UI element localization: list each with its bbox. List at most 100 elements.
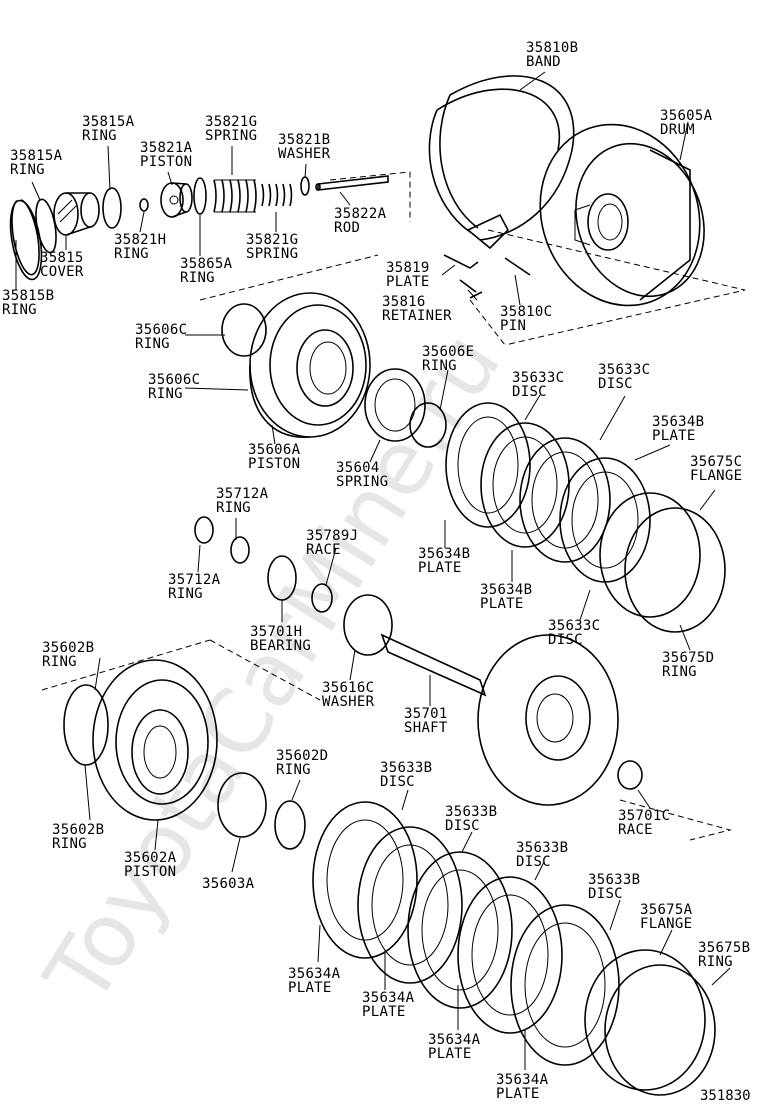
svg-text:RING: RING (42, 654, 77, 670)
piston-35606A (249, 292, 371, 438)
svg-text:BAND: BAND (526, 54, 561, 70)
svg-text:RING: RING (662, 664, 697, 680)
svg-text:PLATE: PLATE (288, 980, 332, 996)
snap-ring-35606E (409, 402, 447, 448)
svg-text:WASHER: WASHER (278, 146, 331, 162)
svg-text:35675A: 35675A (640, 902, 693, 918)
svg-text:35633C: 35633C (548, 618, 600, 634)
pin-35810C (504, 257, 531, 276)
race-35789J (311, 583, 333, 613)
svg-text:DISC: DISC (516, 854, 551, 870)
band-35810B (428, 75, 575, 250)
svg-text:35602B: 35602B (52, 822, 104, 838)
svg-text:PLATE: PLATE (362, 1004, 406, 1020)
svg-text:35675C: 35675C (690, 454, 742, 470)
svg-text:35603A: 35603A (202, 876, 255, 892)
svg-text:35634A: 35634A (496, 1072, 549, 1088)
svg-text:RING: RING (276, 762, 311, 778)
snap-ring-35815B (11, 199, 40, 276)
svg-text:RING: RING (10, 162, 45, 178)
svg-text:35602A: 35602A (124, 850, 177, 866)
svg-text:35821H: 35821H (114, 232, 166, 248)
svg-text:35701C: 35701C (618, 808, 670, 824)
svg-text:35602D: 35602D (276, 748, 328, 764)
clutch-pack-lower (312, 801, 716, 1096)
servo-group (9, 175, 389, 281)
svg-text:35822A: 35822A (334, 206, 387, 222)
svg-text:PISTON: PISTON (140, 154, 192, 170)
svg-text:35633B: 35633B (588, 872, 640, 888)
svg-text:PLATE: PLATE (386, 274, 430, 290)
svg-text:DISC: DISC (445, 818, 480, 834)
svg-text:PLATE: PLATE (652, 428, 696, 444)
piston-35821A (160, 182, 193, 218)
svg-text:RING: RING (698, 954, 733, 970)
svg-text:35819: 35819 (386, 260, 430, 276)
svg-text:35633C: 35633C (598, 362, 650, 378)
svg-text:PLATE: PLATE (496, 1086, 540, 1102)
svg-text:35865A: 35865A (180, 256, 233, 272)
svg-text:35701H: 35701H (250, 624, 302, 640)
svg-text:35712A: 35712A (216, 486, 269, 502)
svg-text:35675D: 35675D (662, 650, 714, 666)
svg-text:ROD: ROD (334, 220, 360, 236)
svg-text:35634A: 35634A (362, 990, 415, 1006)
svg-text:35634B: 35634B (652, 414, 704, 430)
svg-text:35712A: 35712A (168, 572, 221, 588)
svg-text:35815B: 35815B (2, 288, 54, 304)
svg-text:RACE: RACE (618, 822, 653, 838)
svg-text:RETAINER: RETAINER (382, 308, 452, 324)
svg-text:RING: RING (52, 836, 87, 852)
washer-35616C (343, 594, 393, 656)
svg-text:35701: 35701 (404, 706, 448, 722)
washer-35821B (300, 176, 310, 196)
svg-text:35789J: 35789J (306, 528, 358, 544)
svg-text:SHAFT: SHAFT (404, 720, 448, 736)
figure-code: 351830 (700, 1088, 751, 1104)
svg-text:DISC: DISC (548, 632, 583, 648)
svg-text:35634A: 35634A (288, 966, 341, 982)
o-ring-35606C (221, 303, 267, 357)
svg-text:RING: RING (216, 500, 251, 516)
svg-text:PLATE: PLATE (418, 560, 462, 576)
svg-text:35605A: 35605A (660, 108, 713, 124)
svg-text:SPRING: SPRING (336, 474, 388, 490)
svg-text:RING: RING (148, 386, 183, 402)
svg-text:35810C: 35810C (500, 304, 552, 320)
svg-text:RACE: RACE (306, 542, 341, 558)
svg-text:35606C: 35606C (135, 322, 187, 338)
svg-text:PIN: PIN (500, 318, 526, 334)
svg-text:35633C: 35633C (512, 370, 564, 386)
